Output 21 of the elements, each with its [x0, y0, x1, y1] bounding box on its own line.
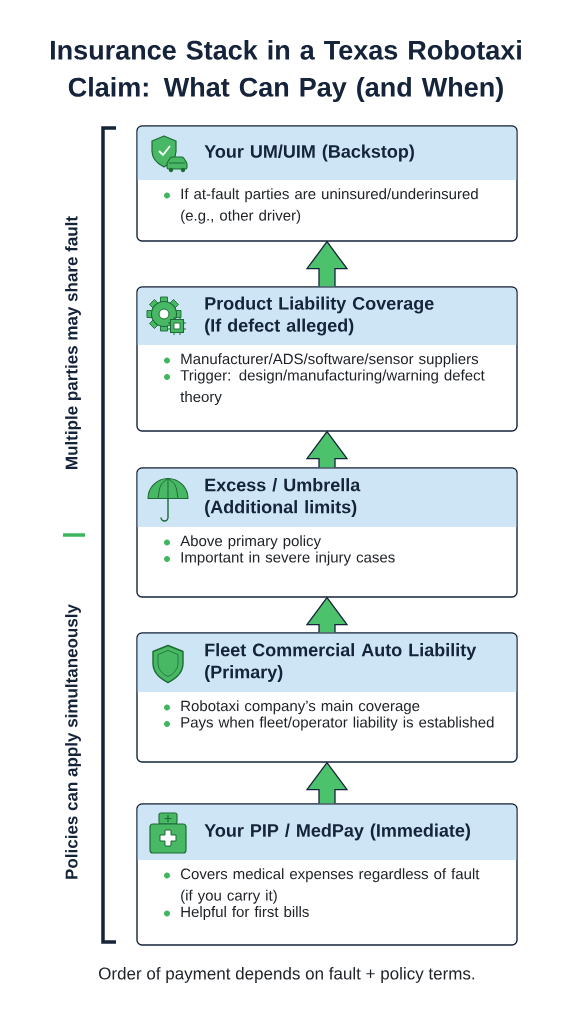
caption: Order of payment depends on fault + policy terms.	[99, 967, 475, 983]
arrow	[305, 240, 349, 287]
bullet-text: Above primary policy	[180, 535, 321, 550]
card-header: Excess / Umbrella (Additional limits)	[137, 468, 517, 527]
bullet-text: Pays when fleet/operator liability is established	[181, 716, 494, 731]
card-header: Your UM/UIM (Backstop)	[137, 126, 517, 180]
bullet-text: If at-fault parties are uninsured/underinsured (e.g., other driver)	[181, 188, 478, 224]
bullet-text: Trigger: design/manufacturing/warning defect theory	[180, 369, 485, 406]
bullet-text: Important in severe injury cases	[181, 551, 395, 566]
card-header: Fleet Commercial Auto Liability (Primary)	[137, 633, 517, 692]
bullet-text: Robotaxi company’s main coverage	[181, 700, 420, 715]
bullet-text: Manufacturer/ADS/software/sensor suppliers	[181, 353, 479, 368]
arrow	[305, 596, 349, 633]
side-label: Multiple parties may share fault	[65, 216, 81, 469]
card-header: Product Liability Coverage (If defect alleged)	[137, 287, 517, 345]
arrow	[305, 430, 349, 468]
bullet-text: Covers medical expenses regardless of fault (if you carry it)	[180, 868, 480, 904]
bullet-text: Helpful for first bills	[181, 906, 309, 921]
side-label: Policies can apply simultaneously	[65, 604, 81, 879]
title: Insurance Stack in a Texas Robotaxi Claim: What Can Pay (and When)	[50, 39, 521, 103]
arrow	[305, 761, 349, 804]
